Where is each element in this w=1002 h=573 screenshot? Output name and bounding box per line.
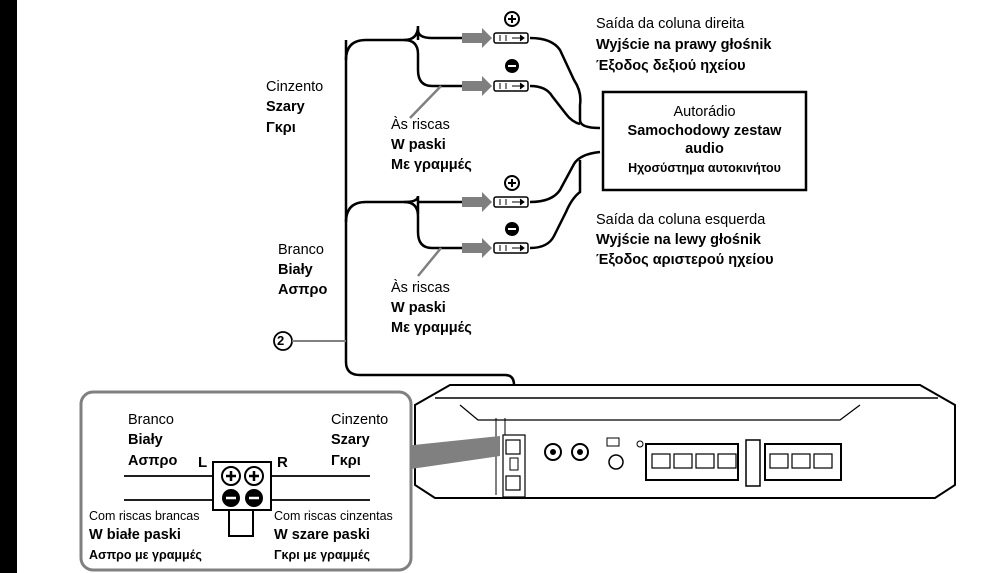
stripes-2-el: Με γραμμές: [391, 320, 472, 336]
speaker-left-pl: Wyjście na lewy głośnik: [596, 232, 761, 248]
wire-grey-el: Γκρι: [266, 120, 296, 136]
speaker-right-pt: Saída da coluna direita: [596, 16, 745, 32]
speaker-right-el: Έξοδος δεξιού ηχείου: [596, 58, 746, 74]
polarity-symbols: [504, 11, 520, 236]
inset-right-stripes-el: Γκρι με γραμμές: [274, 548, 371, 562]
wire-right-plus: [403, 25, 470, 42]
speaker-right-pl: Wyjście na prawy głośnik: [596, 37, 772, 53]
inset-right-el: Γκρι: [331, 453, 361, 469]
arrow-right-plus: [462, 28, 492, 48]
arrow-left-plus: [462, 192, 492, 212]
connector-arrows: [462, 28, 492, 258]
wire-right-minus-out: [529, 84, 581, 126]
inset-left-el: Ασπρο: [128, 453, 178, 469]
wire-left-minus-out: [529, 160, 582, 250]
inset-right-stripes-pt: Com riscas cinzentas: [274, 509, 393, 523]
amp-speaker-connector: [505, 439, 521, 455]
amplifier: [414, 384, 956, 499]
zoom-funnel: [404, 436, 500, 470]
gain-knob-icon: [608, 454, 624, 470]
head-unit-box: [601, 90, 808, 192]
stripes-1-pt: Às riscas: [391, 117, 450, 133]
speaker-left-el: Έξοδος αριστερού ηχείου: [596, 252, 774, 268]
inset-left-stripes-pt: Com riscas brancas: [89, 509, 200, 523]
wire-white-el: Ασπρο: [278, 282, 328, 298]
callout-number: 2: [277, 333, 285, 348]
stripes-2-pt: Às riscas: [391, 280, 450, 296]
speaker-wires: [344, 25, 601, 430]
plug-left-minus: [493, 242, 529, 254]
speaker-left-pt: Saída da coluna esquerda: [596, 212, 766, 228]
wire-left-plus: [403, 195, 470, 214]
wire-right-plus-out: [529, 36, 601, 130]
stripes-1-pl: W paski: [391, 137, 446, 153]
wire-grey-pl: Szary: [266, 99, 305, 115]
plug-details: [499, 34, 525, 252]
wire-grey-pt: Cinzento: [266, 79, 324, 95]
inset-left-pl: Biały: [128, 432, 163, 448]
page-edge-bar: [0, 0, 17, 573]
plug-right-minus: [493, 80, 529, 92]
inset-connector: [124, 461, 370, 537]
wire-white-pl: Biały: [278, 262, 313, 278]
inset-right-pl: Szary: [331, 432, 370, 448]
wire-white-pt: Branco: [278, 242, 324, 258]
plug-connectors: [493, 32, 529, 254]
callout-2: [273, 331, 346, 351]
plug-right-plus: [493, 32, 529, 44]
inset-left-pt: Branco: [128, 412, 174, 428]
stripe-callouts: [409, 85, 442, 277]
head-unit-pl-2: audio: [685, 141, 724, 157]
wire-left-minus: [344, 200, 470, 250]
arrow-left-minus: [462, 238, 492, 258]
fuse-icon: [745, 439, 761, 487]
channel-right-label: R: [277, 454, 288, 471]
inset-right-stripes-pl: W szare paski: [274, 527, 370, 543]
inset-right-pt: Cinzento: [331, 412, 389, 428]
head-unit-el: Ηχοσύστημα αυτοκινήτου: [628, 161, 781, 175]
wire-right-minus: [344, 38, 470, 88]
plug-left-plus: [493, 196, 529, 208]
stripes-1-el: Με γραμμές: [391, 157, 472, 173]
amp-aux-connector: [505, 475, 521, 491]
channel-left-label: L: [198, 454, 208, 471]
inset-left-stripes-pl: W białe paski: [89, 527, 181, 543]
head-unit-pt: Autorádio: [673, 104, 736, 120]
head-unit-pl-1: Samochodowy zestaw: [627, 123, 782, 139]
stripes-2-pl: W paski: [391, 300, 446, 316]
inset-left-stripes-el: Ασπρο με γραμμές: [89, 548, 202, 562]
arrow-right-minus: [462, 76, 492, 96]
wire-left-plus-out: [529, 150, 601, 204]
